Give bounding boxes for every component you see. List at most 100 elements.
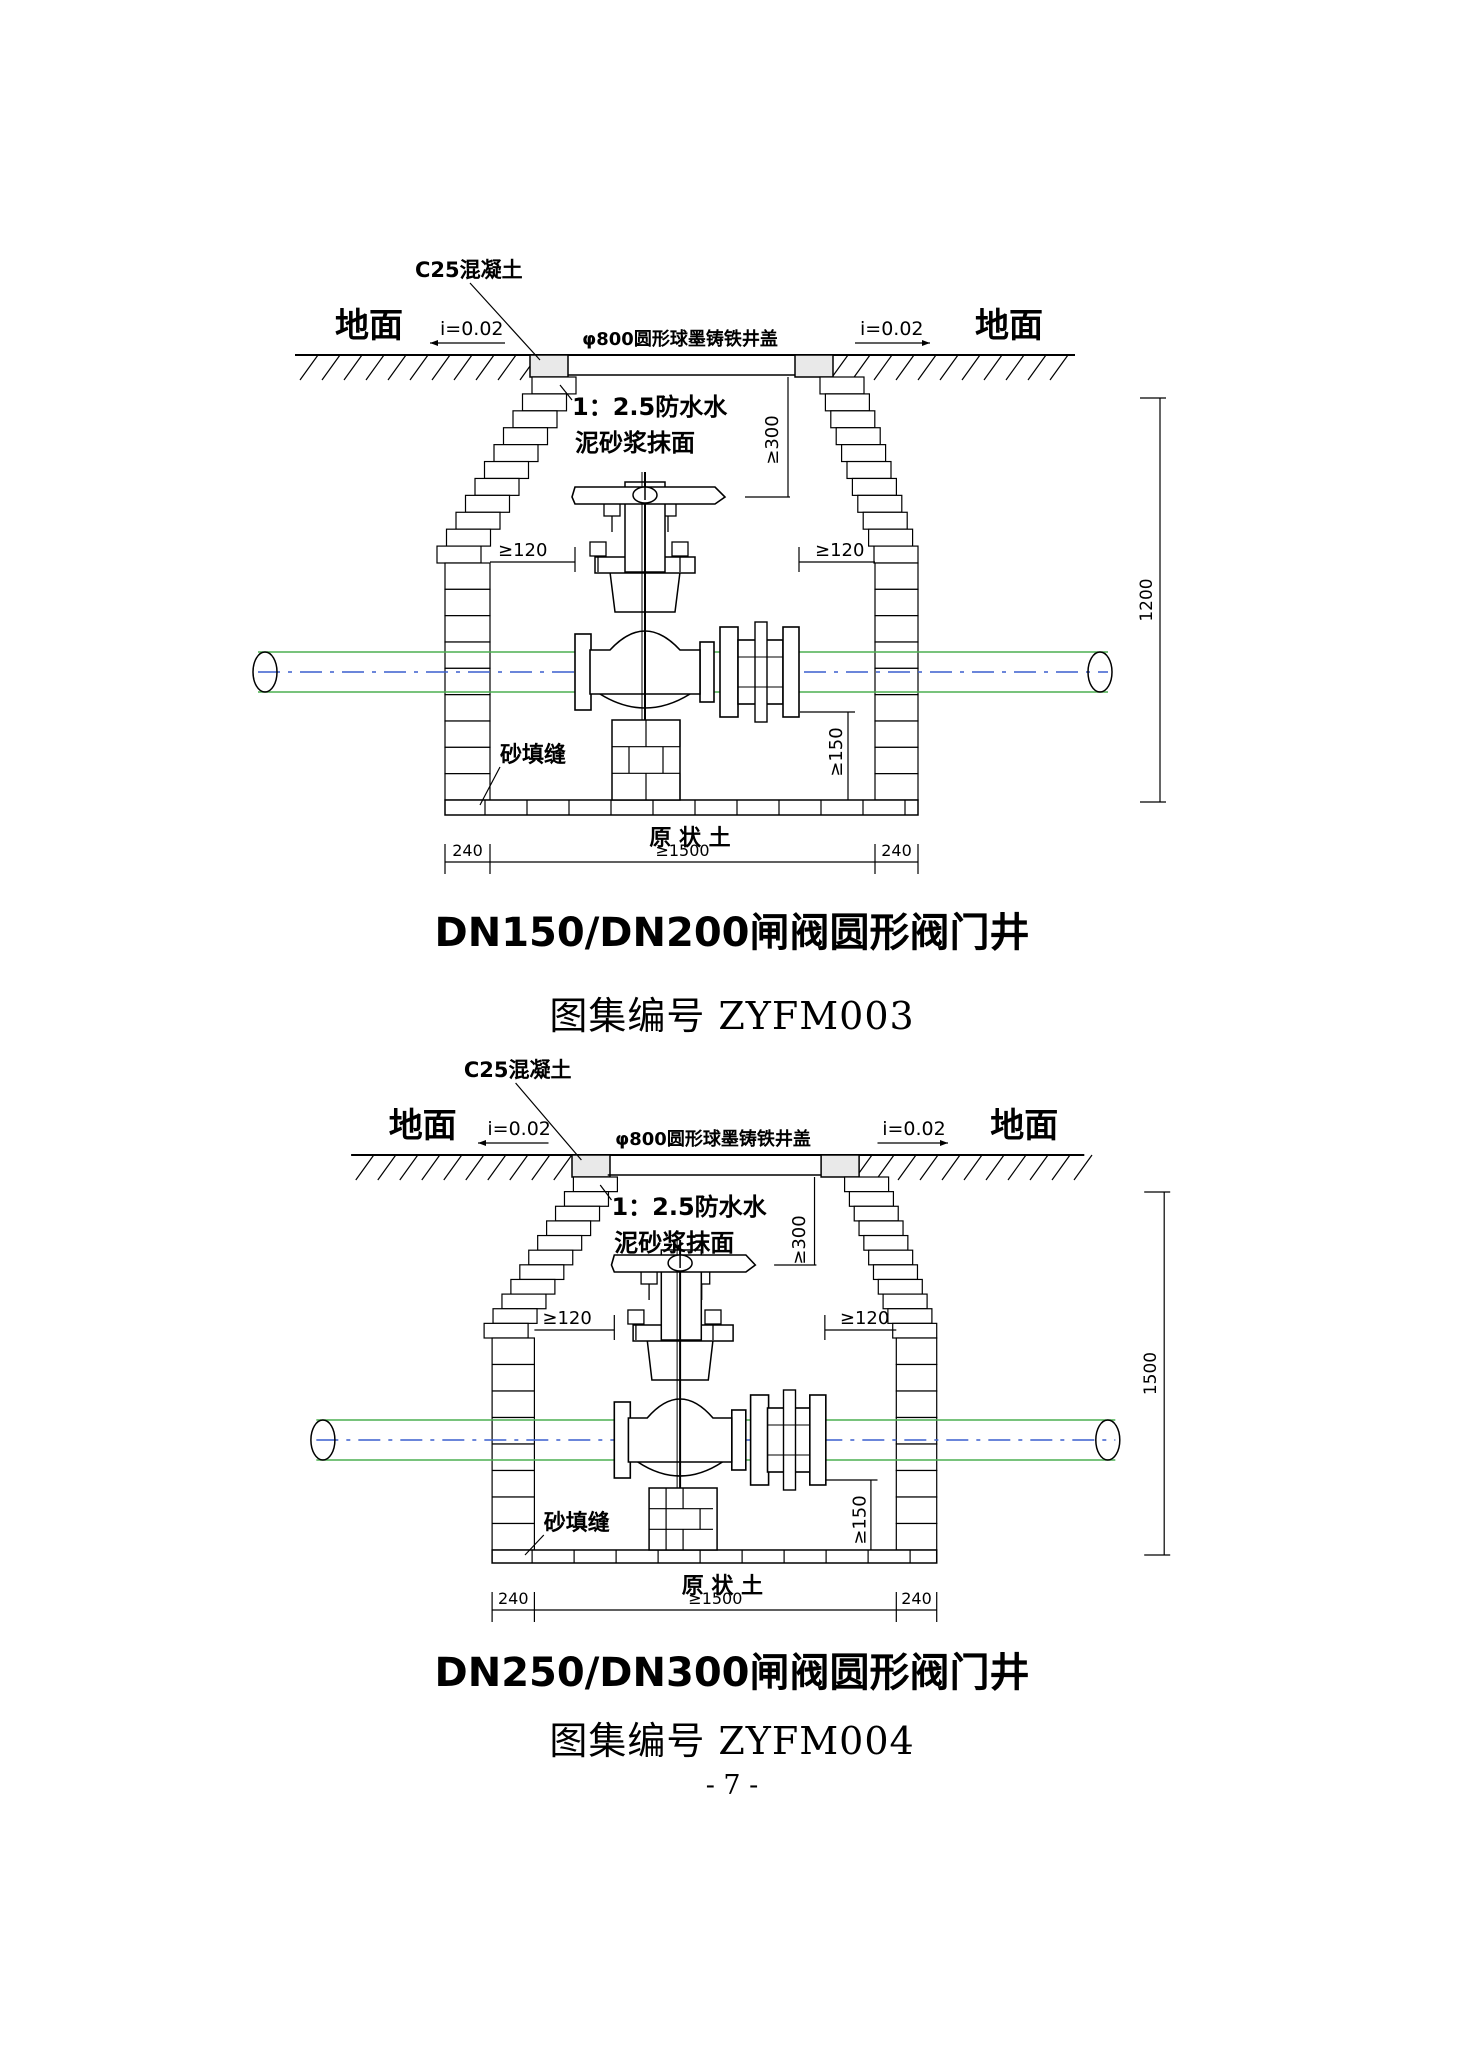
brick	[877, 1278, 923, 1295]
pipe-end-left	[252, 651, 278, 693]
brick	[840, 444, 887, 463]
ground-hatch	[321, 354, 341, 381]
ground-hatch	[1029, 1154, 1049, 1181]
label-slope-left: i=0.02	[440, 318, 504, 340]
label-cover: φ800圆形球墨铸铁井盖	[582, 328, 778, 350]
ground-hatch	[377, 1154, 397, 1181]
brick	[531, 376, 577, 395]
brick	[895, 1496, 938, 1525]
pipe-end-right	[1087, 651, 1113, 693]
ground-hatch	[399, 1154, 419, 1181]
label-native-soil: 原 状 土	[682, 1574, 763, 1599]
figure-title: DN250/DN300闸阀圆形阀门井	[434, 1650, 1030, 1696]
brick	[830, 410, 876, 429]
brick	[874, 773, 919, 801]
brick	[895, 1337, 938, 1366]
label-slope-left: i=0.02	[487, 1118, 551, 1140]
bolt-head	[627, 1309, 645, 1325]
ground-hatch	[985, 1154, 1005, 1181]
brick	[491, 1522, 536, 1551]
label-mortar-line1: 1：2.5防水水	[611, 1193, 767, 1221]
dimension-arrow	[940, 1140, 948, 1146]
ground-hatch	[465, 1154, 485, 1181]
joint-flange-left	[749, 1394, 770, 1486]
label-clear-left: ≥120	[498, 540, 547, 561]
brick	[853, 1205, 899, 1222]
ground-hatch	[475, 354, 495, 381]
ground-hatch	[895, 354, 915, 381]
brick	[519, 1264, 565, 1281]
label-ground-right: 地面	[975, 306, 1043, 346]
ground-hatch	[487, 1154, 507, 1181]
brick	[819, 376, 865, 395]
brick	[444, 588, 491, 617]
figure-title: DN150/DN200闸阀圆形阀门井	[434, 910, 1030, 956]
brick	[874, 588, 919, 617]
brick	[874, 746, 919, 775]
brick	[874, 720, 919, 748]
leader-line	[559, 384, 573, 401]
label-clear-left: ≥120	[542, 1308, 591, 1329]
dimension-arrow	[478, 1140, 486, 1146]
brick	[846, 460, 892, 480]
brick	[492, 1308, 538, 1324]
label-ground-right: 地面	[990, 1106, 1058, 1146]
ground-hatch	[387, 354, 407, 381]
brick	[874, 694, 919, 722]
brick	[491, 1496, 536, 1525]
label-clear-bottom: ≥150	[849, 1495, 870, 1544]
floor-slab	[444, 799, 919, 816]
ground-hatch	[1027, 354, 1047, 381]
brick	[554, 1205, 601, 1222]
brick	[868, 1249, 914, 1266]
brick	[887, 1308, 933, 1324]
brick	[863, 1234, 909, 1251]
label-mortar-line2: 泥砂浆抹面	[575, 429, 695, 457]
brick	[491, 1363, 536, 1392]
brick	[892, 1322, 938, 1339]
label-clear-top: ≥300	[789, 1215, 810, 1264]
brick	[444, 641, 491, 669]
brick	[872, 1264, 919, 1281]
brick	[501, 1293, 547, 1310]
ground-hatch	[919, 1154, 939, 1181]
pipe-end-left	[310, 1419, 336, 1461]
brick	[895, 1363, 938, 1392]
label-ground-left: 地面	[389, 1106, 457, 1146]
brick	[444, 694, 491, 722]
figure-code: 图集编号 ZYFM004	[549, 1719, 915, 1763]
ground-hatch	[531, 1154, 551, 1181]
ground-hatch	[917, 354, 937, 381]
dimension-arrow	[922, 340, 930, 346]
brick	[444, 773, 491, 801]
brick	[873, 545, 919, 564]
ground-hatch	[299, 354, 319, 381]
label-mortar-line2: 泥砂浆抹面	[614, 1229, 734, 1257]
leader-line	[479, 766, 501, 806]
brick	[874, 641, 919, 669]
joint-ring	[754, 621, 768, 723]
brick	[445, 528, 492, 547]
brick	[572, 1176, 619, 1193]
ground-hatch	[851, 354, 871, 381]
ground-hatch	[1051, 1154, 1071, 1181]
ground-hatch	[1049, 354, 1069, 381]
joint-flange-right	[782, 626, 800, 718]
leader-line	[515, 1082, 582, 1161]
brick	[444, 720, 491, 748]
brick	[835, 427, 881, 446]
ground-hatch	[1073, 1154, 1093, 1181]
brick	[895, 1443, 938, 1472]
brick	[858, 1220, 904, 1237]
label-clear-top: ≥300	[762, 415, 783, 464]
brick	[502, 427, 549, 446]
concrete-collar-left	[571, 1154, 611, 1178]
brick	[444, 562, 491, 590]
label-clear-right: ≥120	[840, 1308, 889, 1329]
ground-hatch	[431, 354, 451, 381]
label-clear-bottom: ≥150	[826, 727, 847, 776]
label-ground-left: 地面	[335, 306, 403, 346]
ground-hatch	[497, 354, 517, 381]
brick	[824, 393, 871, 412]
concrete-collar-left	[529, 354, 569, 378]
